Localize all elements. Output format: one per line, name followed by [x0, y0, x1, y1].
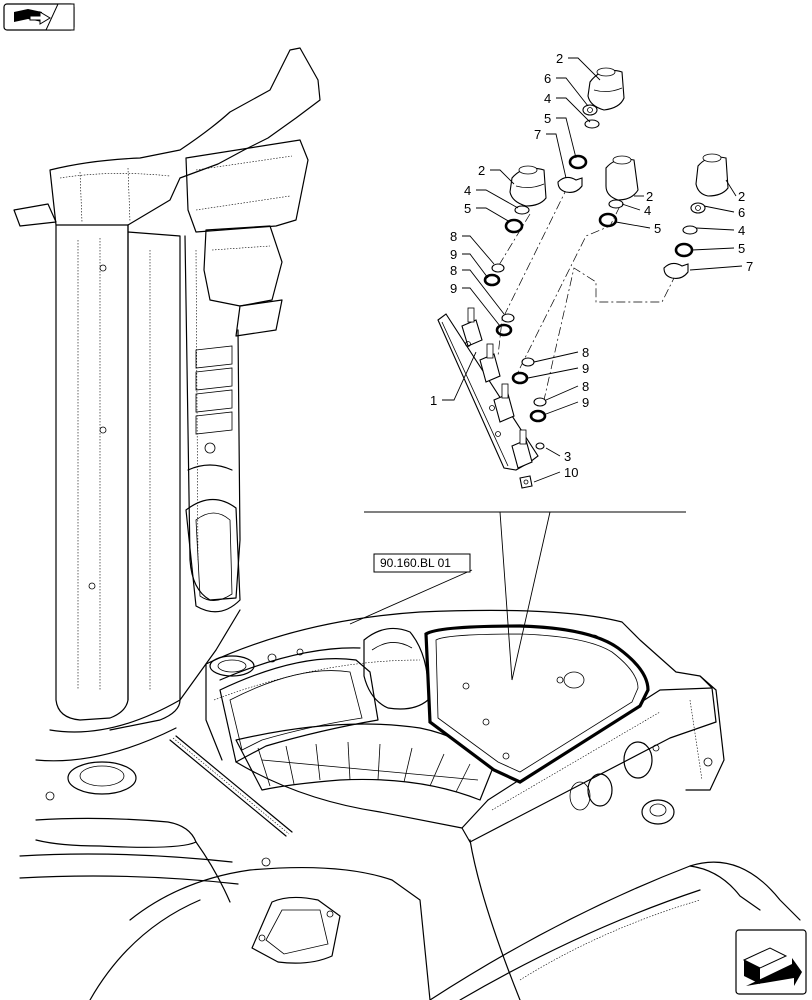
callout-numbers: 2 6 4 5 7 2 4 5 8 9 8 9 1 2 4 5 2 6 4 5 …: [430, 51, 753, 480]
knob-cap-center: [605, 155, 639, 201]
callout-5: 5: [464, 201, 471, 216]
callout-7: 7: [746, 259, 753, 274]
book-arrow-icon[interactable]: [3, 3, 75, 31]
callout-8: 8: [582, 379, 589, 394]
callout-4: 4: [464, 183, 471, 198]
callout-3: 3: [564, 449, 571, 464]
callout-2: 2: [738, 189, 745, 204]
callout-5: 5: [544, 111, 551, 126]
callout-5: 5: [654, 221, 661, 236]
callout-8: 8: [582, 345, 589, 360]
callout-8: 8: [450, 229, 457, 244]
callout-2: 2: [478, 163, 485, 178]
cab-floor: [19, 761, 801, 1000]
access-plate: [424, 624, 650, 784]
callout-8: 8: [450, 263, 457, 278]
callout-1: 1: [430, 393, 437, 408]
console-pillar: [13, 47, 321, 762]
knob-cap-left: [509, 165, 547, 207]
knob-cap-right: [695, 153, 729, 197]
axis-line-3: [543, 267, 677, 401]
callout-4: 4: [644, 203, 651, 218]
callout-4: 4: [544, 91, 551, 106]
callout-2: 2: [646, 189, 653, 204]
callout-10: 10: [564, 465, 578, 480]
axis-line-2: [517, 205, 621, 373]
knob-cap-top: [587, 67, 625, 111]
callout-5: 5: [738, 241, 745, 256]
callout-4: 4: [738, 223, 745, 238]
callout-leaders: [349, 57, 743, 625]
callout-9: 9: [450, 281, 457, 296]
callout-9: 9: [450, 247, 457, 262]
target-lines: [499, 511, 551, 681]
callout-9: 9: [582, 361, 589, 376]
navigation-arrow-icon[interactable]: [735, 929, 807, 995]
small-parts: [483, 104, 706, 423]
axis-line-1: [497, 185, 569, 357]
switch-plate: [437, 307, 545, 489]
reference-label-text: 90.160.BL 01: [380, 556, 451, 570]
callout-7: 7: [534, 127, 541, 142]
axis-line-4: [495, 213, 531, 271]
callout-2: 2: [556, 51, 563, 66]
callout-6: 6: [544, 71, 551, 86]
reference-label[interactable]: 90.160.BL 01: [373, 553, 471, 573]
callout-9: 9: [582, 395, 589, 410]
callout-6: 6: [738, 205, 745, 220]
